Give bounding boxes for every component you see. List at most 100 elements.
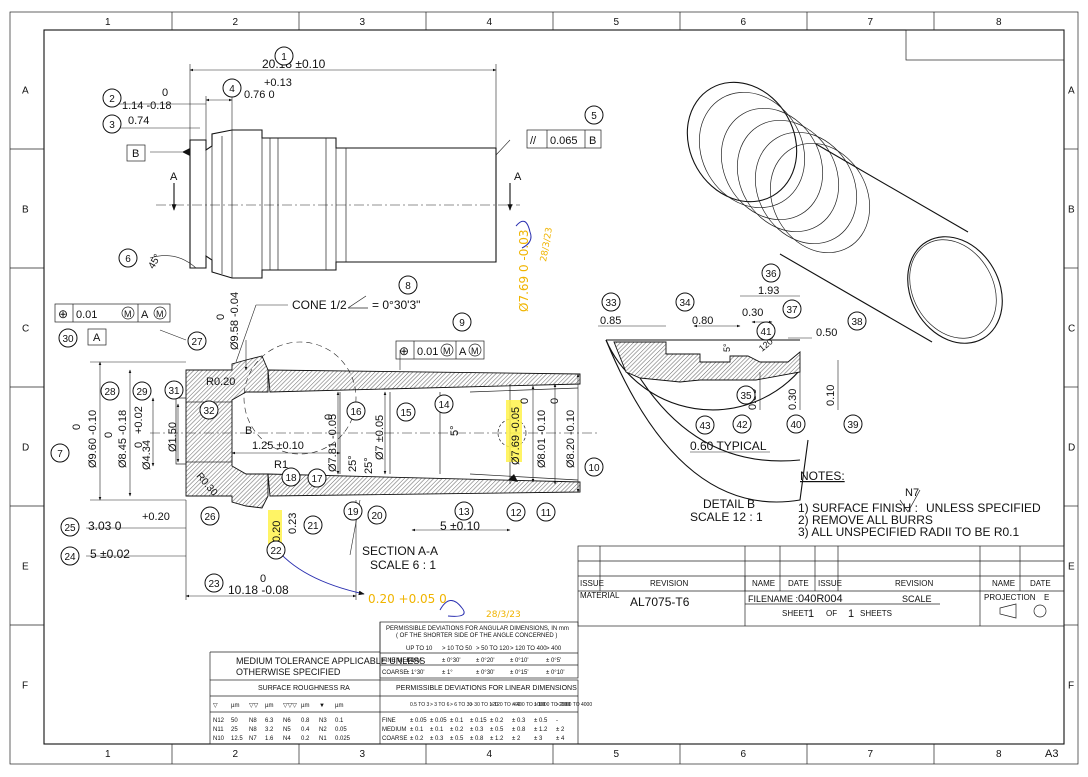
balloon-11: 11 [536,502,556,522]
sheet-label: SHEET [782,609,809,618]
svg-text:3: 3 [109,120,115,131]
d23-upper: 0 [260,573,266,585]
svg-text:24: 24 [64,552,76,563]
linear-cell: ± 0.2 [410,736,424,742]
linear-cell: ± 0.1 [450,718,464,724]
svg-text:34: 34 [679,298,691,309]
balloon-1: 1 [274,46,294,66]
position-tolerance-frame-right [395,340,485,360]
balloon-27: 27 [187,331,207,351]
signature-top-icon [515,220,532,249]
linear-col-header: > 400 TO 1000 [512,702,546,708]
column-label: 3 [360,17,366,28]
d11-lower: Ø8.01 -0.10 [536,410,548,468]
svg-text:16: 16 [350,407,362,418]
svg-text:12: 12 [510,508,522,519]
balloon-13: 13 [454,501,474,521]
angular-cell: ± 0°15' [510,670,529,676]
balloon-5: 5 [584,105,604,125]
roughness-cell: N10 [213,736,225,742]
of-label: OF [826,609,837,618]
svg-text:32: 32 [203,406,215,417]
svg-text:10: 10 [588,463,600,474]
balloon-17: 17 [307,468,327,488]
detail-d050: 0.50 [816,327,837,339]
drawing-number-box [905,29,1065,61]
column-label: 6 [741,17,747,28]
isometric-view [686,81,1003,344]
linear-cell: ± 0.8 [512,727,526,733]
d5-length: 5 ±0.10 [440,519,480,533]
handwritten-bottom-value: 0.20 +0.05 0 [368,592,447,606]
handwritten-top-sign: 28/3/23 [539,227,555,263]
angular-cell: ± 0°20' [476,658,495,664]
detail-d080: 0.80 [692,315,713,327]
linear-cell: ± 0.1 [430,727,444,733]
angular-cell: ± 0°10' [546,670,565,676]
roughness-cell: N4 [283,736,291,742]
svg-text:20: 20 [371,511,383,522]
svg-text:36: 36 [765,269,777,280]
detail-d193: 1.93 [758,285,779,297]
column-label: 7 [868,17,874,28]
cone-value: = 0°30'3" [372,298,420,312]
svg-text:43: 43 [699,421,711,432]
row-label: B [1068,205,1075,216]
balloon-9: 9 [452,312,472,332]
roughness-header: ▽▽ [249,703,259,709]
angular-cell: ± 1°30' [406,670,425,676]
datum-b-box [126,144,146,162]
top-view [118,64,520,279]
linear-row-label: FINE [382,718,396,724]
roughness-cell: 50 [231,718,238,724]
roughness-cell: 0.8 [301,718,310,724]
d10-upper: 0 [549,398,561,404]
linear-col-header: > 120 TO 400 [490,702,521,708]
detail-d060: 0.60 TYPICAL [690,439,767,453]
balloon-29: 29 [132,381,152,401]
tolerance-note-1: MEDIUM TOLERANCE APPLICABLE UNLESS [236,656,425,666]
parallel-symbol: // [530,135,537,147]
fcf-left-datum: A [141,309,149,321]
d23-lower: 10.18 -0.08 [228,583,289,597]
linear-cell: ± 0.05 [430,718,447,724]
balloon-26: 26 [200,506,220,526]
detail-b-view [598,295,839,503]
finish-symbol: N7 [905,487,919,499]
note-2: 2) REMOVE ALL BURRS [798,513,933,527]
position-tolerance-frame-left [54,303,171,323]
linear-cell: ± 2 [512,736,521,742]
balloon-18: 18 [281,467,301,487]
sheet-no: 1 [808,608,814,620]
balloon-7: 7 [50,443,70,463]
d28-lower: Ø8.45 -0.18 [117,410,129,468]
dim-2-upper: 0 [162,87,168,99]
balloon-6: 6 [118,248,138,268]
svg-text:8: 8 [405,281,411,292]
angular-col-header: > 10 TO 50 [442,646,473,652]
column-label: 6 [741,749,747,760]
linear-cell: ± 1.2 [490,736,504,742]
angle-25-a: 25° [347,455,359,472]
tolerance-tables [209,621,579,745]
column-label: 1 [105,749,111,760]
row-label: C [1068,324,1075,335]
roughness-cell: 12.5 [231,736,243,742]
svg-text:40: 40 [790,420,802,431]
balloon-22: 22 [266,540,286,560]
balloon-35: 35 [736,385,756,405]
datum-a-box [87,328,107,346]
svg-text:13: 13 [458,507,470,518]
svg-text:6: 6 [125,254,131,265]
balloon-31: 31 [164,380,184,400]
radius-020: R0.20 [206,376,235,388]
roughness-title: SURFACE ROUGHNESS RA [258,685,350,692]
section-a-left: A [170,171,178,183]
row-label: A [22,86,29,97]
balloon-39: 39 [843,414,863,434]
roughness-header: ▽ [213,703,218,709]
angular-cell: ± 0°30' [442,658,461,664]
d25-upper: +0.20 [142,511,170,523]
signature-bottom-icon [439,600,465,617]
title-block-header: DATE [1030,579,1051,588]
